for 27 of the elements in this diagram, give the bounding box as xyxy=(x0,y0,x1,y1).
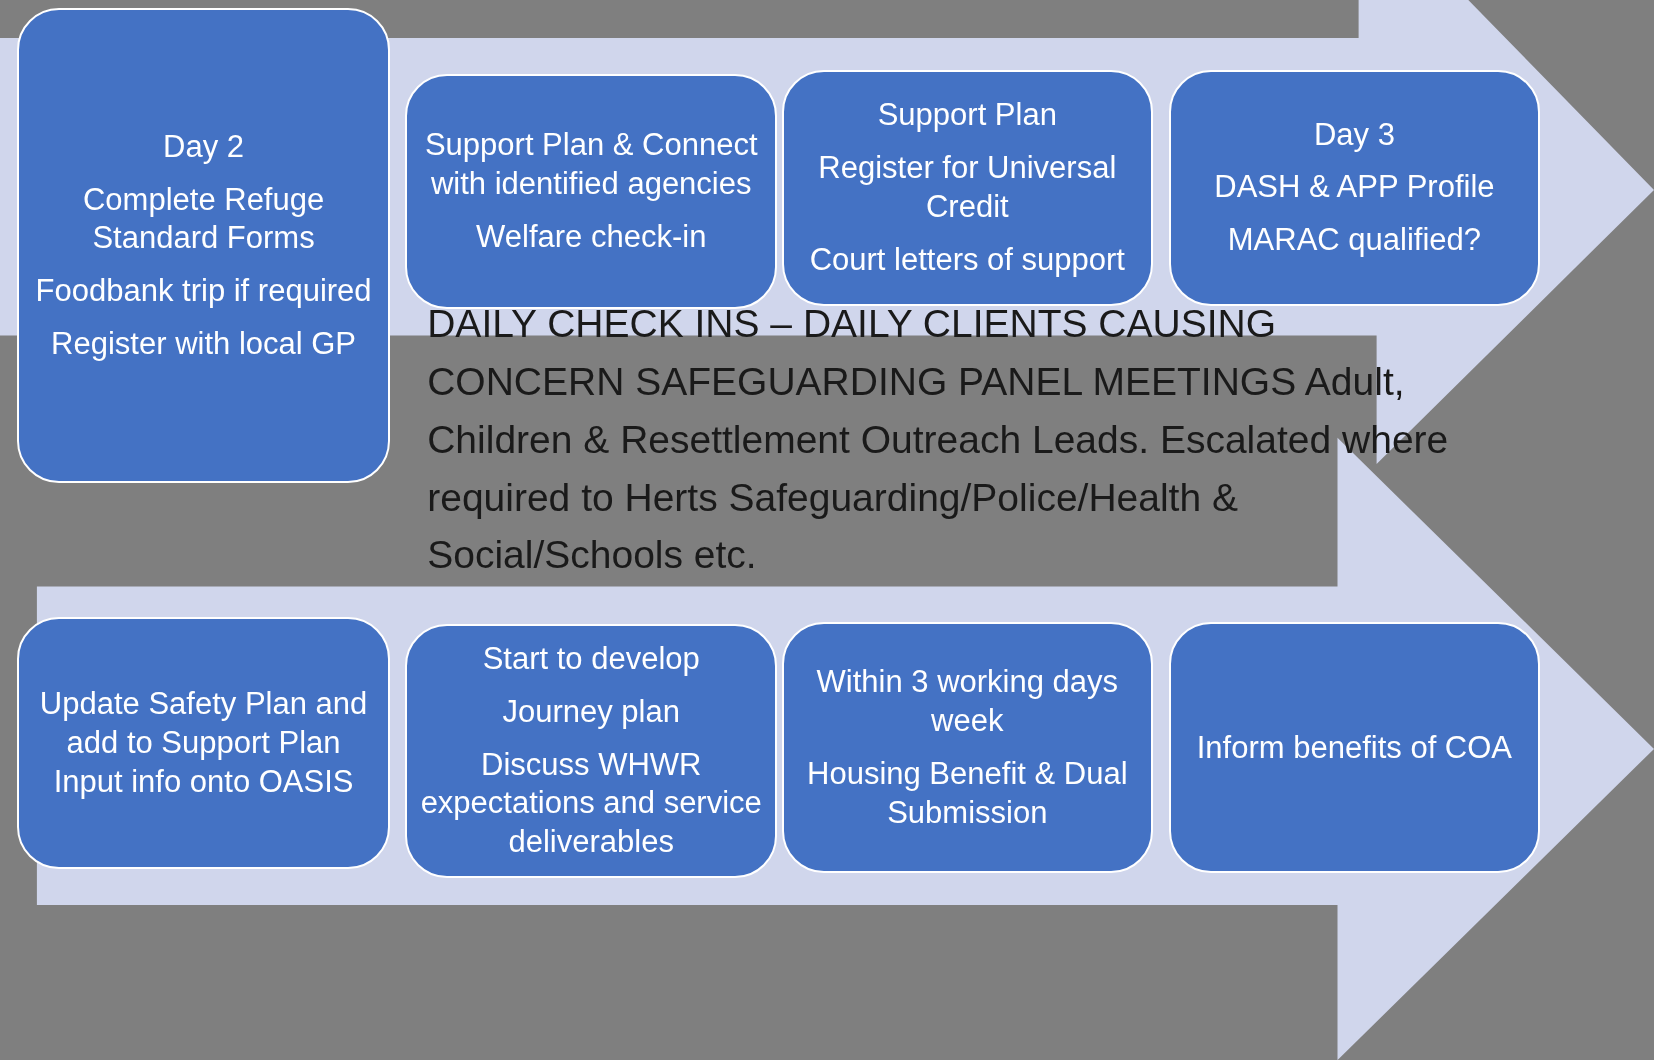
process-box xyxy=(781,69,1153,306)
box-text: Welfare check-in xyxy=(476,217,707,256)
box-text: Inform benefits of COA xyxy=(1196,728,1513,767)
box-text: Discuss WHWR expectations and service deliverables xyxy=(419,745,763,862)
process-box xyxy=(16,8,391,484)
process-box xyxy=(1168,622,1541,874)
process-box xyxy=(405,73,778,310)
box-text: Housing Benefit & Dual Submission xyxy=(806,754,1129,832)
box-text: DASH & APP Profile xyxy=(1214,168,1495,207)
box-text: Foodbank trip if required xyxy=(35,272,372,311)
box-text: Day 2 xyxy=(163,127,245,166)
process-box xyxy=(781,622,1153,874)
box-text: Journey plan xyxy=(502,692,680,731)
box-text: Update Safety Plan and add to Support Plan Input info onto OASIS xyxy=(38,685,369,801)
box-text: Support Plan xyxy=(877,96,1057,135)
process-box xyxy=(405,624,778,878)
box-text: Within 3 working days week xyxy=(815,663,1120,741)
box-text: Register with local GP xyxy=(51,324,357,363)
box-text: Court letters of support xyxy=(809,240,1125,279)
box-text: Day 3 xyxy=(1313,115,1395,154)
box-text: Support Plan & Connect with identified agencies xyxy=(423,126,759,204)
box-text: Start to develop xyxy=(482,640,700,679)
process-box xyxy=(16,617,391,870)
box-text: Complete Refuge Standard Forms xyxy=(81,180,326,258)
box-text: MARAC qualified? xyxy=(1227,221,1482,260)
box-text: Register for Universal Credit xyxy=(817,149,1118,226)
process-box xyxy=(1168,69,1541,306)
